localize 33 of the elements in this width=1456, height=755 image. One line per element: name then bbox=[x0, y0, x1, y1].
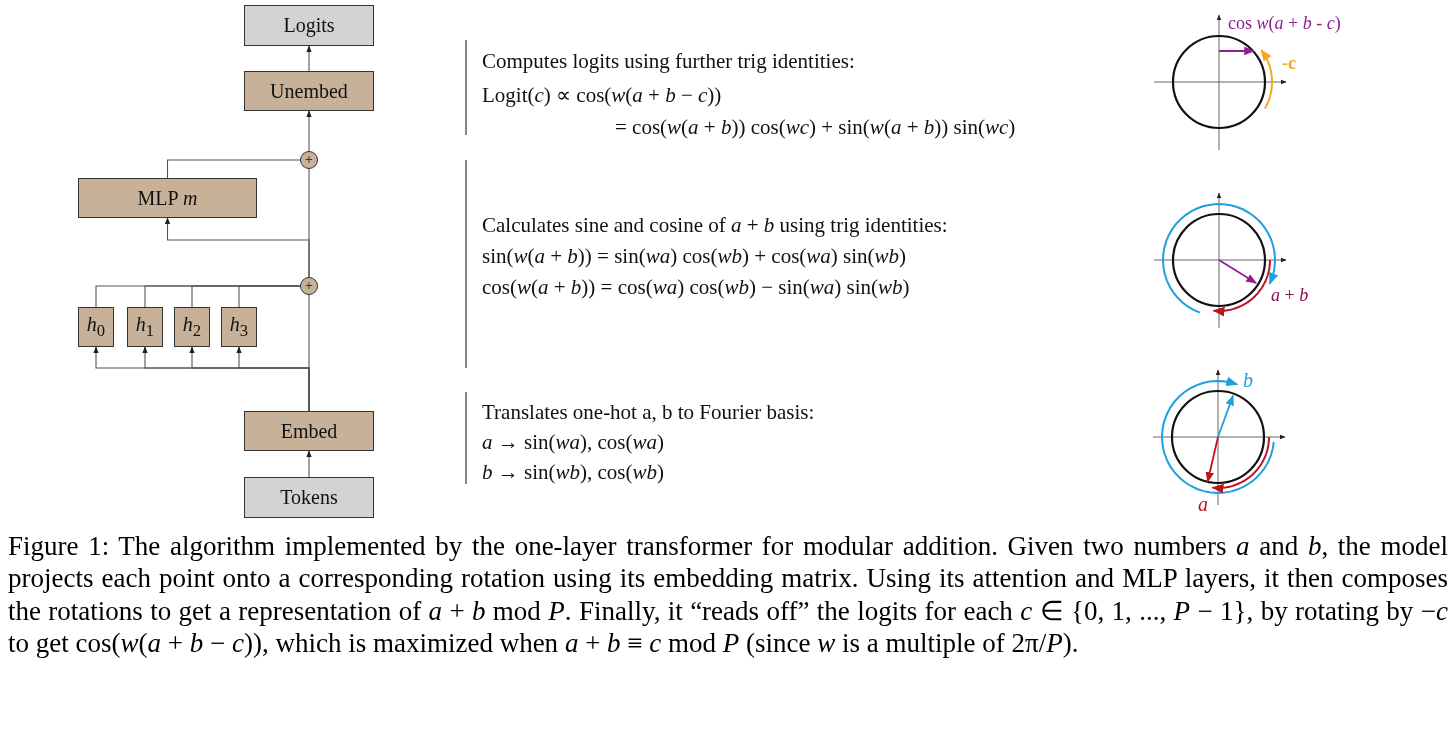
equation-text: sin(w(a + b)) = sin(wa) cos(wb) + cos(wa) sin(wb) bbox=[482, 245, 907, 269]
equation-text: = cos(w(a + b)) cos(wc) + sin(w(a + b)) sin(wc) bbox=[615, 116, 1016, 140]
angle-label: a + b bbox=[1271, 286, 1309, 306]
equation-text: b → sin(wb), cos(wb) bbox=[482, 461, 664, 485]
head-box: h$_{0}$ bbox=[78, 307, 114, 347]
arrow bbox=[164, 217, 310, 278]
angle-label: -c bbox=[1282, 54, 1296, 74]
equation-text: Logit(c) ∝ cos(w(a + b − c)) bbox=[482, 84, 722, 108]
arrow bbox=[306, 110, 312, 152]
layer-box: MLP m bbox=[78, 178, 257, 218]
description-text: Translates one-hot a, b to Fourier basis: bbox=[482, 401, 815, 425]
sum-node: + bbox=[300, 151, 318, 169]
description-text: Computes logits using further trig identities: bbox=[482, 50, 855, 74]
output-box: Logits bbox=[244, 5, 374, 46]
arrow bbox=[236, 346, 310, 412]
equation-text: cos(w(a + b)) = cos(wa) cos(wb) − sin(wa) sin(wb) bbox=[482, 276, 910, 300]
angle-label: cos w(a + b - c) bbox=[1228, 14, 1341, 34]
layer-box: Embed bbox=[244, 411, 374, 451]
angle-label: a bbox=[1198, 493, 1208, 515]
head-box: h$_{3}$ bbox=[221, 307, 257, 347]
description-text: Calculates sine and cosine of a + b using trig identities: bbox=[482, 214, 948, 238]
connector-line bbox=[166, 159, 301, 179]
input-box: Tokens bbox=[244, 477, 374, 518]
head-box: h$_{2}$ bbox=[174, 307, 210, 347]
equation-text: a → sin(wa), cos(wa) bbox=[482, 431, 664, 455]
figure-caption: Figure 1: The algorithm implemented by the one-layer transformer for modular addition. Given two numbers a and b, the model projects each point onto a corresponding rotation using its embedding matrix. Using its attention and MLP layers, it then composes the rotations to get a representation of a + b mod P. Finally, it “reads off” the logits for each c ∈ {0, 1, ..., P − 1}, by rotating by −c to get cos(w(a + b − c)), which is maximized when a + b ≡ c mod P (since w is a multiple of 2π/P). bbox=[8, 530, 1448, 660]
layer-box: Unembed bbox=[244, 71, 374, 111]
arrow bbox=[306, 450, 312, 478]
sum-node: + bbox=[300, 277, 318, 295]
connector-line bbox=[238, 285, 301, 308]
head-box: h$_{1}$ bbox=[127, 307, 163, 347]
arrow bbox=[306, 45, 312, 72]
angle-label: b bbox=[1243, 369, 1253, 391]
